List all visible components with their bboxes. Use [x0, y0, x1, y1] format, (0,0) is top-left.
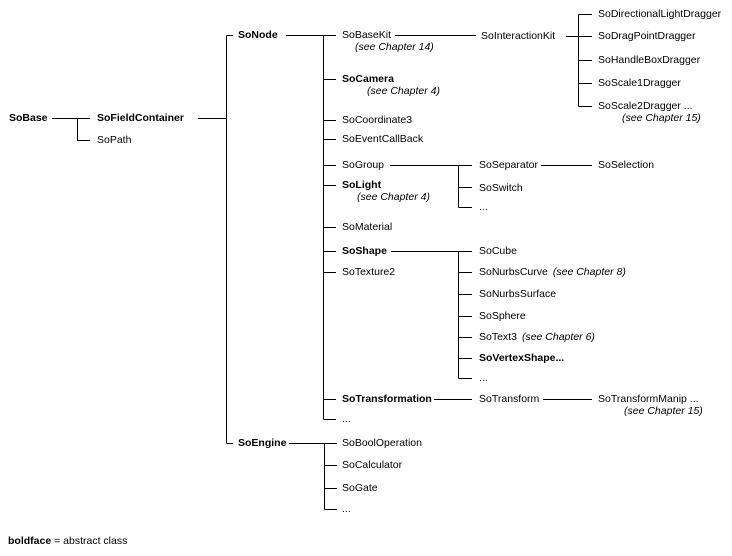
- node-label-socamera: SoCamera: [341, 73, 395, 85]
- node-label-soswitch: SoSwitch: [478, 182, 524, 194]
- node-label-sotexture2: SoTexture2: [341, 266, 397, 278]
- node-label-soshape: SoShape: [341, 245, 388, 257]
- node-note-sotext3: (see Chapter 6): [521, 331, 595, 343]
- legend-definition: = abstract class: [51, 535, 128, 547]
- node-label-sobase: SoBase: [8, 112, 49, 124]
- node-label-sobooloperation: SoBoolOperation: [341, 437, 423, 449]
- node-label-soseparator: SoSeparator: [478, 159, 539, 171]
- node-label-solight: SoLight: [341, 179, 383, 191]
- node-label-sointeractionkit: SoInteractionKit: [480, 30, 557, 42]
- node-label-sonode: SoNode: [237, 29, 279, 41]
- legend: boldface = abstract class: [8, 535, 127, 547]
- node-label-sohandleboxdragger: SoHandleBoxDragger: [597, 54, 702, 66]
- node-label-sodragpointdragger: SoDragPointDragger: [597, 30, 697, 42]
- node-label-ellipsis: ...: [341, 503, 352, 515]
- node-label-sovertexshape: SoVertexShape...: [478, 352, 566, 364]
- node-label-ellipsis: ...: [341, 413, 352, 425]
- node-note-sobasekit: (see Chapter 14): [354, 41, 435, 53]
- node-label-sogroup: SoGroup: [341, 159, 386, 171]
- node-note-sonurbscurve: (see Chapter 8): [552, 266, 626, 278]
- legend-bold-term: boldface: [8, 535, 52, 547]
- node-label-sotransform: SoTransform: [478, 393, 541, 405]
- node-note-socamera: (see Chapter 4): [366, 85, 441, 97]
- connector-sogroup-children: [390, 165, 472, 208]
- node-label-socube: SoCube: [478, 245, 518, 257]
- node-note-solight: (see Chapter 4): [356, 191, 431, 203]
- node-label-soselection: SoSelection: [597, 159, 656, 171]
- node-label-sodirectionallightdragger: SoDirectionalLightDragger: [597, 8, 723, 20]
- node-label-sonurbscurve: SoNurbsCurve (see Chapter 8): [478, 266, 627, 278]
- connector-sonode-children: [286, 35, 336, 420]
- node-label-sosphere: SoSphere: [478, 310, 527, 322]
- node-note-soscale2dragger: (see Chapter 15): [621, 112, 702, 124]
- connector-sobase: [52, 118, 90, 141]
- node-label-sogate: SoGate: [341, 482, 379, 494]
- node-label-sopath: SoPath: [96, 134, 133, 146]
- node-label-socoordinate3: SoCoordinate3: [341, 114, 414, 126]
- node-label-soeventcallback: SoEventCallBack: [341, 133, 425, 145]
- connector-soengine-children: [289, 443, 337, 510]
- node-label-sotransformation: SoTransformation: [341, 393, 433, 405]
- node-note-sotransformmanip: (see Chapter 15): [623, 405, 704, 417]
- node-label-somaterial: SoMaterial: [341, 221, 394, 233]
- connector-soshape-children: [391, 251, 472, 379]
- node-label-sotransformmanip: SoTransformManip ...: [597, 393, 700, 405]
- node-label-sofieldcontainer: SoFieldContainer: [96, 112, 185, 124]
- node-label-soengine: SoEngine: [237, 437, 288, 449]
- node-label-text: SoNurbsCurve: [479, 266, 548, 278]
- node-label-ellipsis: ...: [478, 372, 489, 384]
- node-label-soscale1dragger: SoScale1Dragger: [597, 77, 682, 89]
- node-label-sotext3: SoText3 (see Chapter 6): [478, 331, 596, 343]
- node-label-socalculator: SoCalculator: [341, 459, 404, 471]
- node-label-sonurbssurface: SoNurbsSurface: [478, 288, 558, 300]
- node-label-soscale2dragger: SoScale2Dragger ...: [597, 100, 694, 112]
- connector-trunk: [198, 35, 233, 444]
- node-label-sobasekit: SoBaseKit: [341, 29, 393, 41]
- node-label-ellipsis: ...: [478, 201, 489, 213]
- node-label-text: SoText3: [479, 331, 517, 343]
- connector-sointeractionkit-children: [566, 14, 592, 107]
